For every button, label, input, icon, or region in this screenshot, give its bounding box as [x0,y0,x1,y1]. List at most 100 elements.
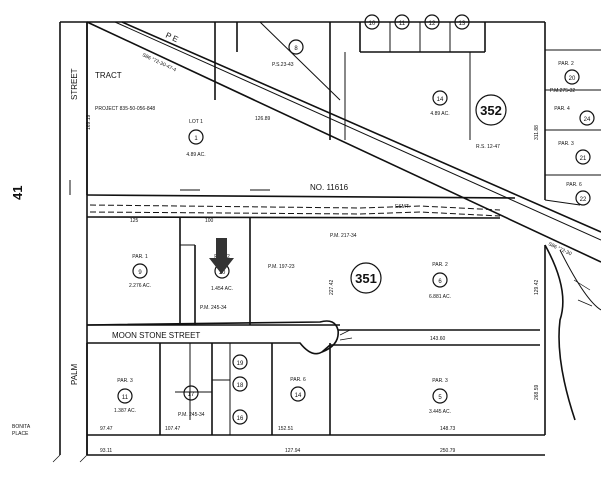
parcel-head: PAR. 2 [432,262,448,268]
project-label: PROJECT 835-50-056-848 [95,106,155,112]
dimension-label: 97.47 [100,426,113,432]
parcel-acres: 4.89 AC. [430,111,449,117]
recorded-pm245a: P.M. 245-34 [200,305,227,311]
recorded-pm275: P.M.275-32 [550,88,575,94]
parcel-number: 6 [438,279,442,285]
parcel-circle [232,409,248,425]
dimension-label: 227.42 [329,279,335,295]
dimension-label: 143.60 [430,336,446,342]
right-parcel-number: 22 [580,197,587,203]
parcel-number: 18 [237,383,244,389]
recorded-pm217: P.M. 217-34 [330,233,357,239]
parcel-18: 18 [232,376,248,392]
parcel-9: PAR. 1 9 2.276 AC. [129,254,151,289]
parcel-circle [432,90,448,106]
dimension-label: 125 [130,218,139,224]
parcel-number: 8 [294,46,298,52]
top-lots: 10 11 12 13 [364,14,470,30]
hatch-marks [52,279,593,463]
subject-parcel-arrow-icon [209,238,234,274]
bonita-label-1: BONITA [12,424,31,430]
right-parcel-circle [564,69,580,85]
highway-road [86,21,601,263]
parcel-19: 19 [232,354,248,370]
dimension-label: 93.11 [100,448,112,454]
street-label-moonstone: MOON STONE STREET [112,331,200,340]
right-parcel-head: PAR. 6 [566,182,582,188]
top-lot-circle [424,14,440,30]
dimension-label: 148.73 [440,426,456,432]
tract-word: TRACT [95,71,122,80]
tract-number: NO. 11616 [310,183,349,192]
dimension-label: 127.94 [285,448,301,454]
parcel-circle [117,388,133,404]
dimension-label: 152.51 [278,426,294,432]
book-page-351-circle [350,262,382,294]
parcel-acres: 1.387 AC. [114,408,136,414]
right-parcel-head: PAR. 2 [558,61,574,67]
parcel-lot1: LOT 1 1 4.89 AC. [186,119,205,158]
dimension-labels: 169.19 126.89 125 100 227.42 129.42 97.4… [86,114,540,454]
parcel-circle [432,388,448,404]
page-number: 41 [10,186,25,200]
parcel-acres: 4.89 AC. [186,152,205,158]
right-parcel-number: 24 [584,117,591,123]
parcel-number: 9 [138,270,142,276]
parcel-14-bottom: PAR. 6 14 [290,377,306,402]
parcel-circle [183,385,199,401]
parcel-14-top: 14 4.89 AC. [430,90,450,117]
recorded-ps23: P.S.23-43 [272,62,294,68]
recorded-rs12: R.S. 12-47 [476,144,500,150]
dimension-label: 311.88 [534,125,540,140]
parcel-circle [288,39,304,55]
right-parcels: PAR. 2 20 PAR. 4 24 PAR. 3 21 PAR. 6 22 [554,61,595,206]
dimension-label: 126.89 [255,116,271,122]
parcel-circle [132,263,148,279]
parcel-lines [59,21,601,456]
dimension-label: 107.47 [165,426,181,432]
top-lot-number: 12 [429,21,436,27]
parcel-head: PAR. 6 [290,377,306,383]
parcel-number: 19 [237,361,244,367]
parcel-head: LOT 1 [189,119,203,125]
parcel-5: PAR. 3 5 3.445 AC. [429,378,451,415]
book-page-352: 352 [480,103,502,118]
top-lot-circle [454,14,470,30]
parcel-number: 17 [188,392,195,398]
parcel-head: PAR. 1 [132,254,148,260]
book-page-352-circle [475,94,507,126]
parcel-number: 5 [438,395,442,401]
right-parcel-circle [575,149,591,165]
top-lot-number: 13 [459,21,466,27]
right-parcel-head: PAR. 3 [558,141,574,147]
right-parcel-circle [575,190,591,206]
parcel-head: PAR. 3 [432,378,448,384]
parcel-17: 17 [183,385,199,401]
parcel-number: 14 [437,97,444,103]
parcel-circle [290,386,306,402]
parcel-circle [188,129,204,145]
parcel-16: 16 [232,409,248,425]
street-label-palm: PALM [70,363,79,385]
book-page-markers: 352 351 [350,94,507,294]
dimension-label: 100 [205,218,214,224]
right-parcel-number: 20 [569,76,576,82]
parcel-number: 11 [122,395,129,401]
right-parcel-circle [579,110,595,126]
easement-label: ESMT. [395,204,410,210]
parcel-11: PAR. 3 11 1.387 AC. [114,378,136,414]
parcel-6: PAR. 2 6 6.881 AC. [429,262,451,300]
street-label-top: STREET [70,68,79,100]
parcel-number: 14 [295,393,302,399]
top-lot-number: 11 [399,21,406,27]
parcel-number: 10 [219,270,226,276]
top-lot-circle [364,14,380,30]
top-lot-circle [394,14,410,30]
parcel-circle [232,376,248,392]
dimension-label: 129.42 [534,279,540,295]
dimension-label: 268.59 [534,384,540,400]
dimension-label: 169.19 [86,114,92,130]
parcel-acres: 3.445 AC. [429,409,451,415]
